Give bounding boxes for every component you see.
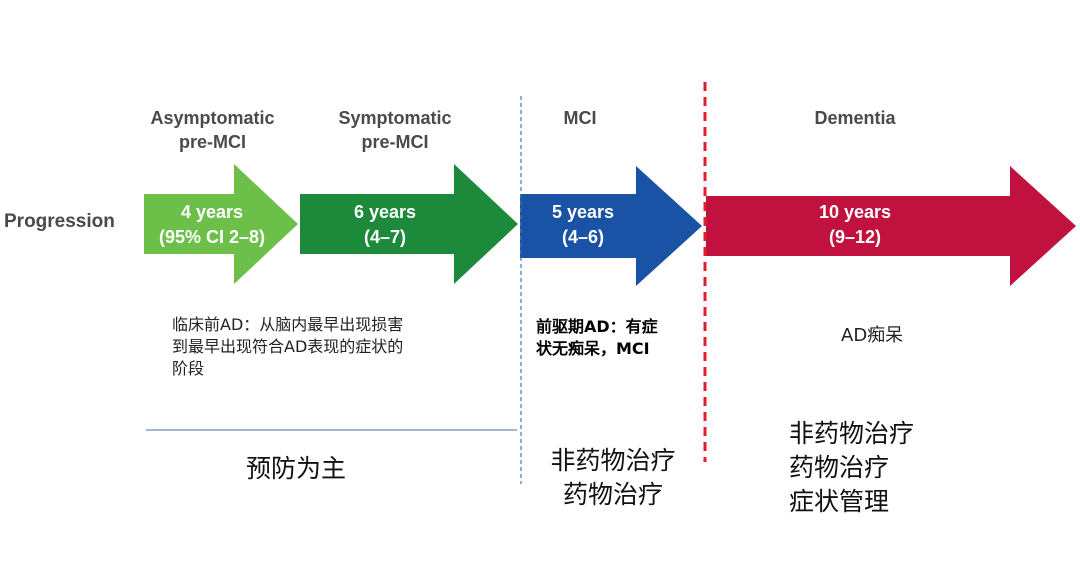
arrow-text-symptomatic: 6 years (4–7)	[325, 200, 445, 250]
arrow-asymptomatic	[144, 164, 298, 284]
treatment-mci-line2: 药物治疗	[562, 480, 663, 509]
arrow-dementia	[706, 166, 1076, 286]
range-symptomatic: (4–7)	[363, 227, 407, 247]
description-preclinical-line1: 临床前AD：从脑内最早出现损害	[172, 315, 404, 334]
stage-label-symptomatic: Symptomatic pre-MCI	[305, 106, 485, 154]
treatment-dementia-line3: 症状管理	[789, 487, 890, 516]
stage-label-symptomatic-line1: Symptomatic	[338, 108, 452, 128]
stage-label-dementia: Dementia	[814, 108, 896, 128]
treatment-dementia-line2: 药物治疗	[789, 453, 890, 482]
treatment-dementia-line1: 非药物治疗	[789, 419, 915, 448]
range-asymptomatic: (95% CI 2–8)	[158, 227, 266, 247]
arrow-text-asymptomatic: 4 years (95% CI 2–8)	[132, 200, 292, 250]
description-prodromal-line1: 前驱期AD：有症	[536, 317, 658, 336]
duration-mci: 5 years	[551, 202, 615, 222]
description-prodromal-line2: 状无痴呆，MCI	[536, 339, 650, 358]
progression-label: Progression	[4, 211, 115, 232]
duration-symptomatic: 6 years	[353, 202, 417, 222]
description-preclinical-line3: 阶段	[172, 359, 205, 378]
stage-label-mci: MCI	[563, 108, 597, 128]
arrow-text-dementia: 10 years (9–12)	[790, 200, 920, 250]
stage-label-symptomatic-line2: pre-MCI	[361, 132, 429, 152]
treatment-preclinical: 预防为主	[246, 454, 347, 483]
description-preclinical: 临床前AD：从脑内最早出现损害 到最早出现符合AD表现的症状的 阶段	[172, 314, 403, 380]
range-mci: (4–6)	[561, 227, 605, 247]
treatment-dementia: 非药物治疗 药物治疗 症状管理	[789, 417, 914, 519]
duration-asymptomatic: 4 years	[180, 202, 244, 222]
description-preclinical-line2: 到最早出现符合AD表现的症状的	[172, 337, 404, 356]
description-prodromal: 前驱期AD：有症 状无痴呆，MCI	[536, 316, 658, 360]
treatment-mci-line1: 非药物治疗	[550, 446, 676, 475]
description-dementia: AD痴呆	[841, 325, 904, 346]
stage-label-asymptomatic: Asymptomatic pre-MCI	[120, 106, 305, 154]
stage-label-asymptomatic-line2: pre-MCI	[179, 132, 246, 152]
stage-label-asymptomatic-line1: Asymptomatic	[150, 108, 275, 128]
treatment-mci: 非药物治疗 药物治疗	[543, 444, 683, 512]
range-dementia: (9–12)	[828, 227, 882, 247]
arrow-symptomatic	[300, 164, 518, 284]
arrow-text-mci: 5 years (4–6)	[528, 200, 638, 250]
arrow-mci	[520, 166, 702, 286]
duration-dementia: 10 years	[818, 202, 892, 222]
